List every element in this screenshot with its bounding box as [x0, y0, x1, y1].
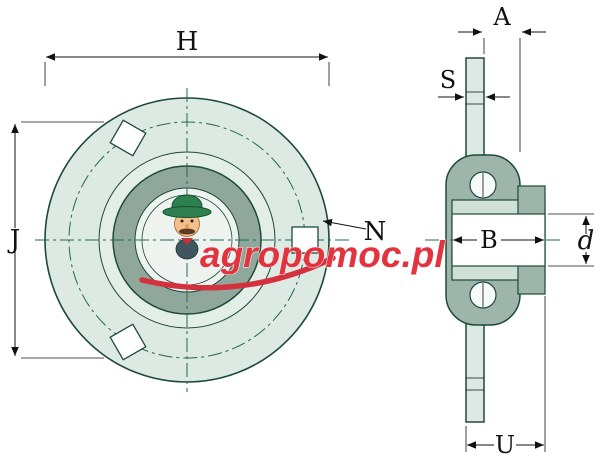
dim-label-u: U [495, 431, 515, 459]
dim-label-b: B [480, 226, 498, 254]
dimension-b: B [453, 226, 544, 254]
dim-label-s: S [440, 66, 456, 94]
dimension-h: H [44, 27, 330, 86]
dim-label-h: H [176, 27, 199, 57]
mascot-eye-right [190, 219, 194, 223]
dimension-d: d [548, 213, 595, 267]
watermark-swoosh [139, 255, 336, 291]
dimension-s: S [438, 66, 510, 101]
dimension-j: J [7, 121, 104, 359]
bolt-hole-square-lower-left [109, 323, 147, 361]
dimension-a: A [458, 3, 546, 152]
mascot-scarf [181, 238, 193, 245]
mascot-mustache [179, 228, 195, 235]
bolt-hole-square-right [291, 226, 319, 254]
mascot-eye-left [180, 219, 184, 223]
dimension-u: U [465, 296, 546, 459]
mascot-hat-brim [162, 206, 212, 218]
mascot-nose [185, 224, 189, 228]
bolt-hole-square-upper-left [109, 119, 147, 157]
watermark: agropomoc.pl [139, 194, 446, 291]
dimension-n: N [322, 217, 387, 247]
dim-label-d: d [578, 226, 595, 256]
side-view: A S B d U [425, 3, 594, 459]
watermark-text: agropomoc.pl [200, 234, 445, 275]
dim-label-j: J [7, 225, 20, 255]
dim-label-n: N [364, 217, 387, 247]
mascot [162, 194, 212, 260]
dim-label-a: A [492, 3, 511, 31]
